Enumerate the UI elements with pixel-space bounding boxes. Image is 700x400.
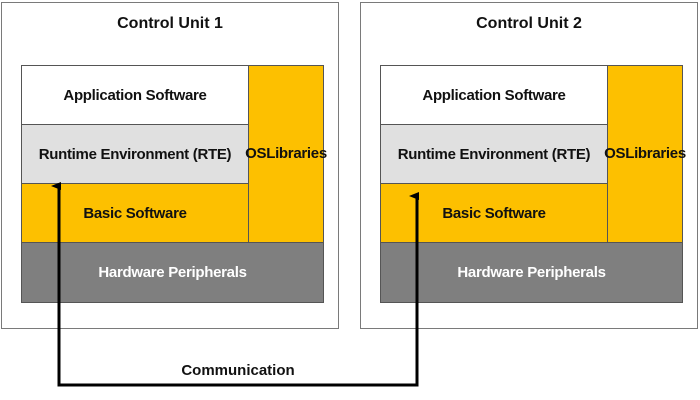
communication-label: Communication	[181, 362, 295, 379]
os-label: OS	[604, 145, 626, 163]
os-label: OS	[245, 145, 267, 163]
application-software-layer: Application Software	[22, 66, 249, 125]
communication-line	[51, 182, 419, 387]
hardware-peripherals-layer: Hardware Peripherals	[22, 243, 323, 302]
control-unit-2: Control Unit 2 Application Software Runt…	[360, 2, 698, 329]
control-unit-1: Control Unit 1 Application Software Runt…	[1, 2, 339, 329]
os-libraries-layer: OS Libraries	[604, 66, 686, 243]
control-unit-2-stack: Application Software Runtime Environment…	[380, 65, 686, 303]
control-unit-1-stack: Application Software Runtime Environment…	[21, 65, 327, 303]
libraries-label: Libraries	[266, 145, 327, 163]
hardware-peripherals-layer: Hardware Peripherals	[381, 243, 682, 302]
control-unit-2-title: Control Unit 2	[476, 15, 582, 32]
rte-layer: Runtime Environment (RTE)	[381, 125, 608, 184]
control-unit-1-title: Control Unit 1	[117, 15, 223, 32]
rte-layer: Runtime Environment (RTE)	[22, 125, 249, 184]
os-libraries-layer: OS Libraries	[245, 66, 327, 243]
libraries-label: Libraries	[625, 145, 686, 163]
application-software-layer: Application Software	[381, 66, 608, 125]
